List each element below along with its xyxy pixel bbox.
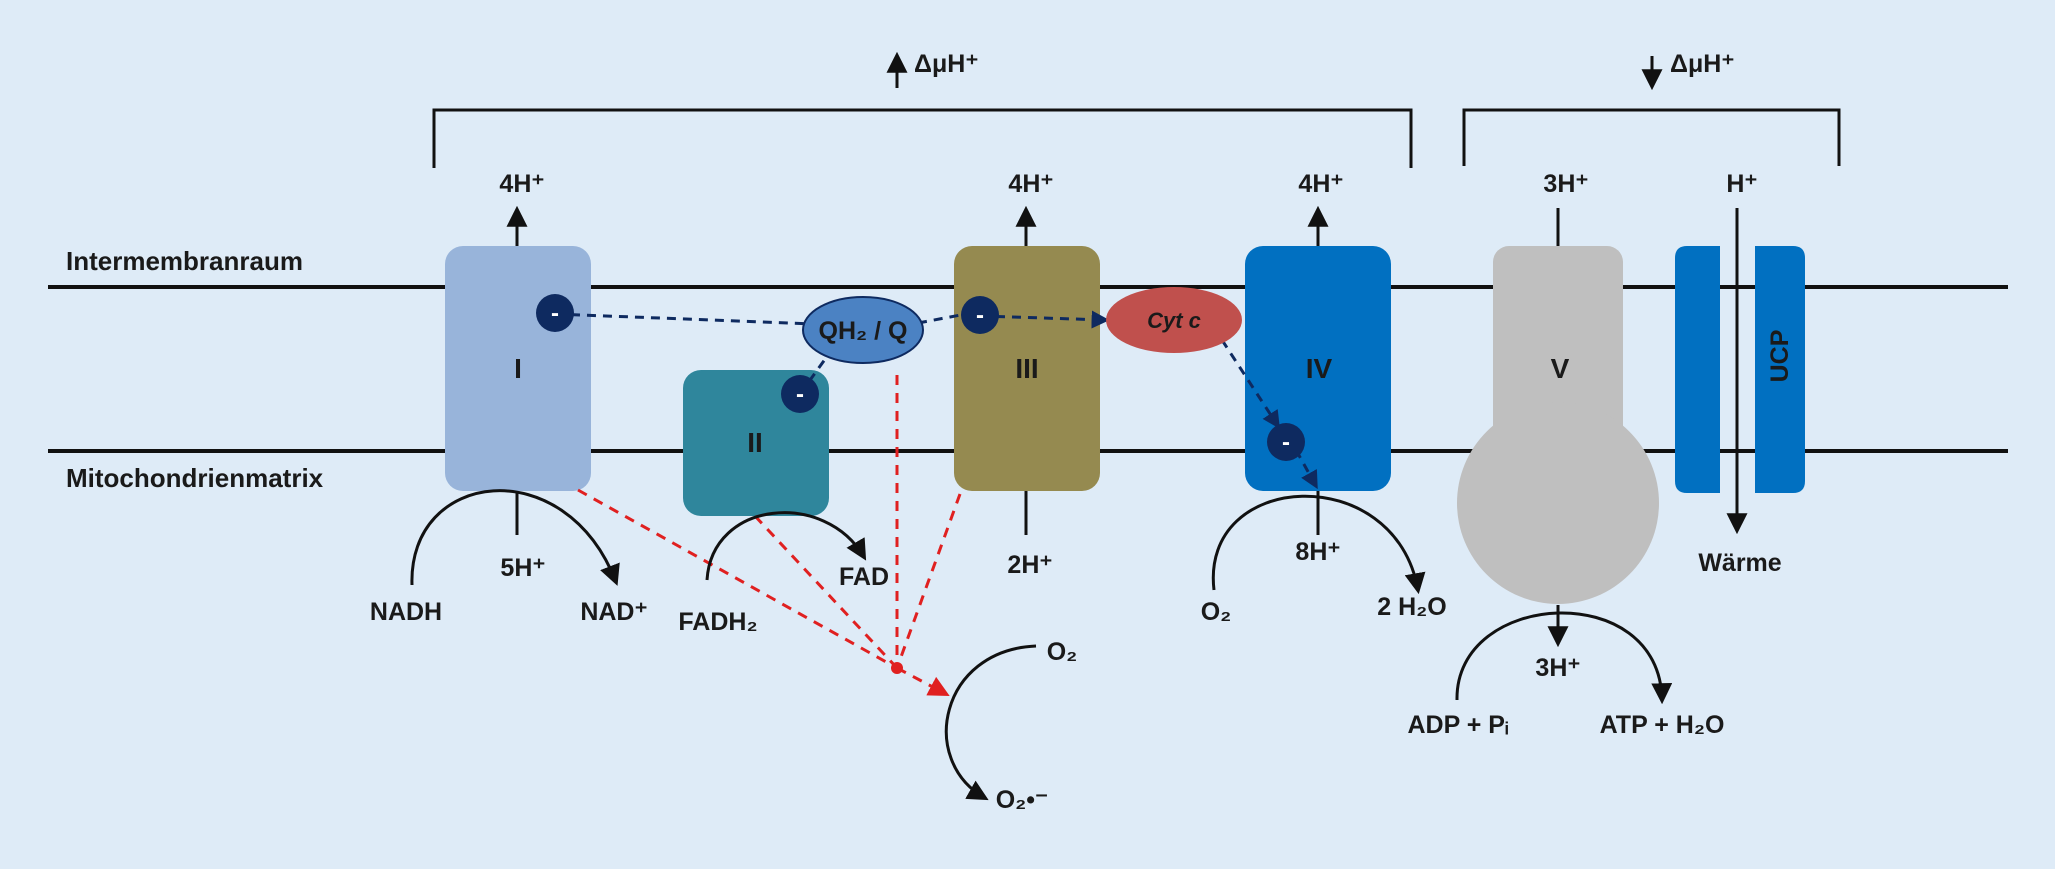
nad-label: NAD⁺ xyxy=(580,598,647,626)
svg-text:-: - xyxy=(796,381,804,408)
nadh-label: NADH xyxy=(370,598,442,626)
c5-proton-in-label: 3H⁺ xyxy=(1535,654,1580,682)
ucp-proton-label: H⁺ xyxy=(1726,170,1757,198)
matrix-label: Mitochondrienmatrix xyxy=(66,463,324,493)
ucp-right-half xyxy=(1755,246,1805,493)
complex-i-label: I xyxy=(514,353,522,384)
heat-label: Wärme xyxy=(1698,549,1781,577)
complex-iv-label: IV xyxy=(1306,353,1333,384)
cyt-c-label: Cyt c xyxy=(1147,308,1201,333)
q-pool-label: QH₂ / Q xyxy=(819,317,908,345)
ros-convergence-point xyxy=(891,662,903,674)
complex-v-label: V xyxy=(1551,353,1570,384)
adp-label: ADP + Pᵢ xyxy=(1407,711,1508,739)
gradient-dissipate-bracket xyxy=(1462,108,1841,166)
c5-proton-out-label: 3H⁺ xyxy=(1543,170,1588,198)
superoxide-label: O₂•⁻ xyxy=(996,786,1049,814)
intermembrane-label: Intermembranraum xyxy=(66,246,303,276)
complex-iii-label: III xyxy=(1015,353,1038,384)
gradient-up-label: ΔμH⁺ xyxy=(914,50,979,78)
cyt-c xyxy=(1106,287,1242,353)
fadh2-label: FADH₂ xyxy=(678,608,757,636)
atp-label: ATP + H₂O xyxy=(1600,711,1725,739)
svg-text:-: - xyxy=(976,302,984,329)
fad-label: FAD xyxy=(839,563,889,591)
o2-c4-label: O₂ xyxy=(1201,598,1232,626)
fadh2-arc xyxy=(705,511,867,581)
c3-proton-in-label: 2H⁺ xyxy=(1007,551,1052,579)
superoxide-arc xyxy=(944,644,1037,801)
complex-v xyxy=(1457,246,1659,604)
electron-c2: - xyxy=(781,375,819,413)
electron-c4: - xyxy=(1267,423,1305,461)
adp-atp-arc xyxy=(1455,611,1673,705)
gradient-down-label: ΔμH⁺ xyxy=(1670,50,1735,78)
ros-arrows xyxy=(577,375,962,696)
electron-c3: - xyxy=(961,296,999,334)
c4-proton-in-label: 8H⁺ xyxy=(1295,538,1340,566)
ucp-label: UCP xyxy=(1766,330,1794,383)
svg-text:-: - xyxy=(551,300,559,327)
svg-text:-: - xyxy=(1282,429,1290,456)
electron-c1: - xyxy=(536,294,574,332)
c1-proton-out-label: 4H⁺ xyxy=(499,170,544,198)
nadh-arc xyxy=(410,489,620,586)
c1-proton-in-label: 5H⁺ xyxy=(500,554,545,582)
o2-ros-label: O₂ xyxy=(1047,638,1078,666)
complex-ii-label: II xyxy=(747,427,763,458)
c3-proton-out-label: 4H⁺ xyxy=(1008,170,1053,198)
c4-proton-out-label: 4H⁺ xyxy=(1298,170,1343,198)
q-pool xyxy=(802,296,924,364)
ucp-left-half xyxy=(1675,246,1720,493)
o2-h2o-arc xyxy=(1211,494,1426,595)
h2o-label: 2 H₂O xyxy=(1377,593,1446,621)
gradient-build-bracket xyxy=(432,108,1413,168)
